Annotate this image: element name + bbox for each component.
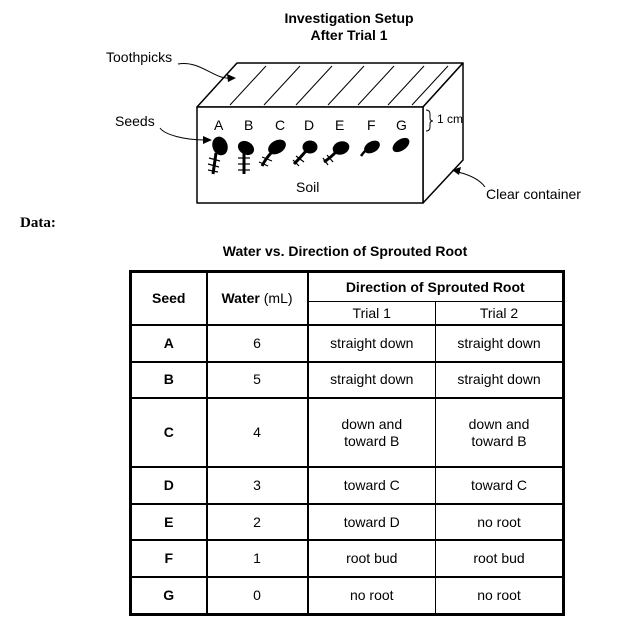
seed-cell: A — [129, 324, 208, 363]
depth-label: 1 cm — [437, 112, 464, 126]
table-row: F 1 root bud root bud — [129, 539, 565, 578]
trial1-cell: root bud — [306, 539, 436, 578]
diagram-title-line2: After Trial 1 — [310, 27, 388, 43]
seed-letter-a: A — [214, 117, 224, 133]
trial2-cell: straight down — [434, 360, 565, 400]
seed-cell: F — [129, 539, 208, 578]
trial2-cell: root bud — [434, 539, 565, 578]
table-row: D 3 toward C toward C — [129, 466, 565, 505]
trial1-cell: straight down — [306, 360, 436, 400]
header-direction: Direction of Sprouted Root — [306, 270, 565, 302]
trial1-cell: toward C — [306, 466, 436, 505]
seed-letter-c: C — [275, 117, 286, 133]
trial2-cell: no root — [434, 575, 565, 616]
water-cell: 4 — [205, 397, 309, 469]
seed-letter-d: D — [304, 117, 315, 133]
table-row: B 5 straight down straight down — [129, 360, 565, 400]
seed-letter-e: E — [335, 117, 345, 133]
trial2-cell: toward C — [434, 466, 565, 505]
container-arrowhead — [452, 167, 461, 175]
toothpicks-label: Toothpicks — [106, 49, 173, 65]
table-row: E 2 toward D no root — [129, 502, 565, 542]
table-row: C 4 down and toward B down and toward B — [129, 397, 565, 469]
trial2-cell: straight down — [434, 324, 565, 363]
seed-cell: B — [129, 360, 208, 400]
clear-container-box — [196, 62, 464, 204]
data-table: Seed Water (mL) Direction of Sprouted Ro… — [129, 270, 566, 616]
diagram-title: Investigation Setup After Trial 1 — [0, 10, 628, 44]
water-cell: 1 — [205, 539, 309, 578]
trial1-cell: straight down — [306, 324, 436, 363]
seed-letter-b: B — [244, 117, 254, 133]
seeds-leader — [159, 127, 206, 141]
toothpicks-leader — [177, 63, 231, 79]
trial1-cell: no root — [306, 575, 436, 616]
seeds-label: Seeds — [115, 113, 155, 129]
container-label: Clear container — [486, 186, 581, 202]
water-cell: 0 — [205, 575, 309, 616]
trial2-cell: no root — [434, 502, 565, 542]
header-trial2: Trial 2 — [434, 301, 565, 326]
table-row: G 0 no root no root — [129, 575, 565, 616]
investigation-setup-diagram — [159, 62, 486, 204]
header-seed: Seed — [129, 270, 208, 326]
seed-letter-f: F — [367, 117, 376, 133]
seed-letter-g: G — [396, 117, 407, 133]
container-leader — [457, 171, 486, 188]
seed-cell: E — [129, 502, 208, 542]
trial1-cell: toward D — [306, 502, 436, 542]
trial1-cell: down and toward B — [306, 397, 436, 469]
toothpicks-drawing — [229, 65, 449, 106]
soil-label: Soil — [296, 179, 320, 195]
depth-brace — [425, 109, 434, 132]
water-cell: 3 — [205, 466, 309, 505]
seed-cell: G — [129, 575, 208, 616]
header-water: Water (mL) — [205, 270, 309, 326]
water-cell: 2 — [205, 502, 309, 542]
data-heading: Data: — [20, 215, 56, 231]
seeds-arrowhead — [203, 136, 212, 144]
seeds-drawing — [207, 136, 410, 175]
toothpicks-arrowhead — [227, 74, 236, 82]
header-trial1: Trial 1 — [306, 301, 436, 326]
table-row: A 6 straight down straight down — [129, 324, 565, 363]
trial2-cell: down and toward B — [434, 397, 565, 469]
seed-cell: D — [129, 466, 208, 505]
seed-cell: C — [129, 397, 208, 469]
table-title: Water vs. Direction of Sprouted Root — [222, 243, 468, 259]
diagram-title-line1: Investigation Setup — [284, 10, 414, 26]
water-cell: 5 — [205, 360, 309, 400]
water-cell: 6 — [205, 324, 309, 363]
